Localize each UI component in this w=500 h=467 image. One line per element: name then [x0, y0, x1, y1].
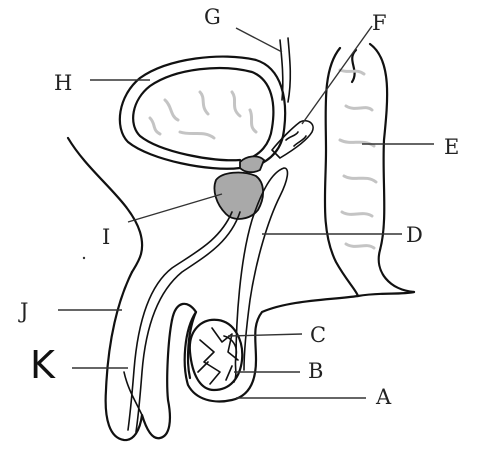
label-d: D — [406, 223, 423, 247]
bladder-fold — [148, 116, 162, 136]
seminal-vesicle — [271, 119, 314, 159]
bladder-fold — [230, 90, 242, 118]
body-outline — [66, 136, 144, 274]
bladder-fold — [178, 130, 216, 140]
label-h: H — [54, 71, 72, 95]
ureter-inner — [287, 37, 292, 103]
label-a: A — [375, 385, 392, 409]
bladder-fold — [248, 108, 258, 134]
prostate-gland — [213, 171, 264, 220]
ureter — [279, 39, 284, 101]
label-b: B — [308, 359, 323, 383]
seminal-vesicle-texture — [285, 131, 307, 147]
stray-dot — [82, 256, 86, 260]
leader-line-g — [235, 27, 283, 53]
label-i: I — [102, 225, 110, 249]
urethra-inner — [135, 211, 241, 433]
epididymis — [223, 335, 238, 383]
label-k: K — [30, 343, 56, 387]
rectum-fold — [338, 138, 376, 148]
rectum-fold — [344, 104, 374, 112]
label-j: J — [18, 299, 28, 323]
label-g: G — [204, 5, 221, 29]
label-e: E — [444, 135, 459, 159]
penis-outline — [104, 270, 174, 442]
rectum-fold — [340, 210, 374, 218]
perineum-outline — [186, 310, 198, 380]
label-c: C — [310, 323, 326, 347]
bladder-inner — [132, 67, 275, 162]
leader-line-f — [301, 25, 373, 125]
urethra-outer — [127, 211, 233, 431]
vas-deferens — [235, 167, 289, 371]
leader-line-i — [127, 193, 223, 223]
testis-outline — [188, 318, 244, 392]
ejaculatory-gland — [239, 155, 266, 174]
testis-lobules — [197, 327, 239, 385]
leader-line-c — [227, 333, 303, 337]
rectum-wall — [368, 42, 416, 294]
rectum-inner-left — [350, 48, 358, 84]
rectum-fold — [338, 68, 366, 76]
bladder-fold — [163, 98, 180, 122]
rectum-fold — [344, 242, 376, 250]
label-f: F — [372, 11, 387, 35]
scrotum-outline — [170, 290, 416, 403]
bladder-outer — [118, 55, 287, 170]
rectum-outer — [323, 46, 360, 298]
rectum-fold — [342, 174, 378, 184]
bladder-fold — [198, 90, 210, 116]
